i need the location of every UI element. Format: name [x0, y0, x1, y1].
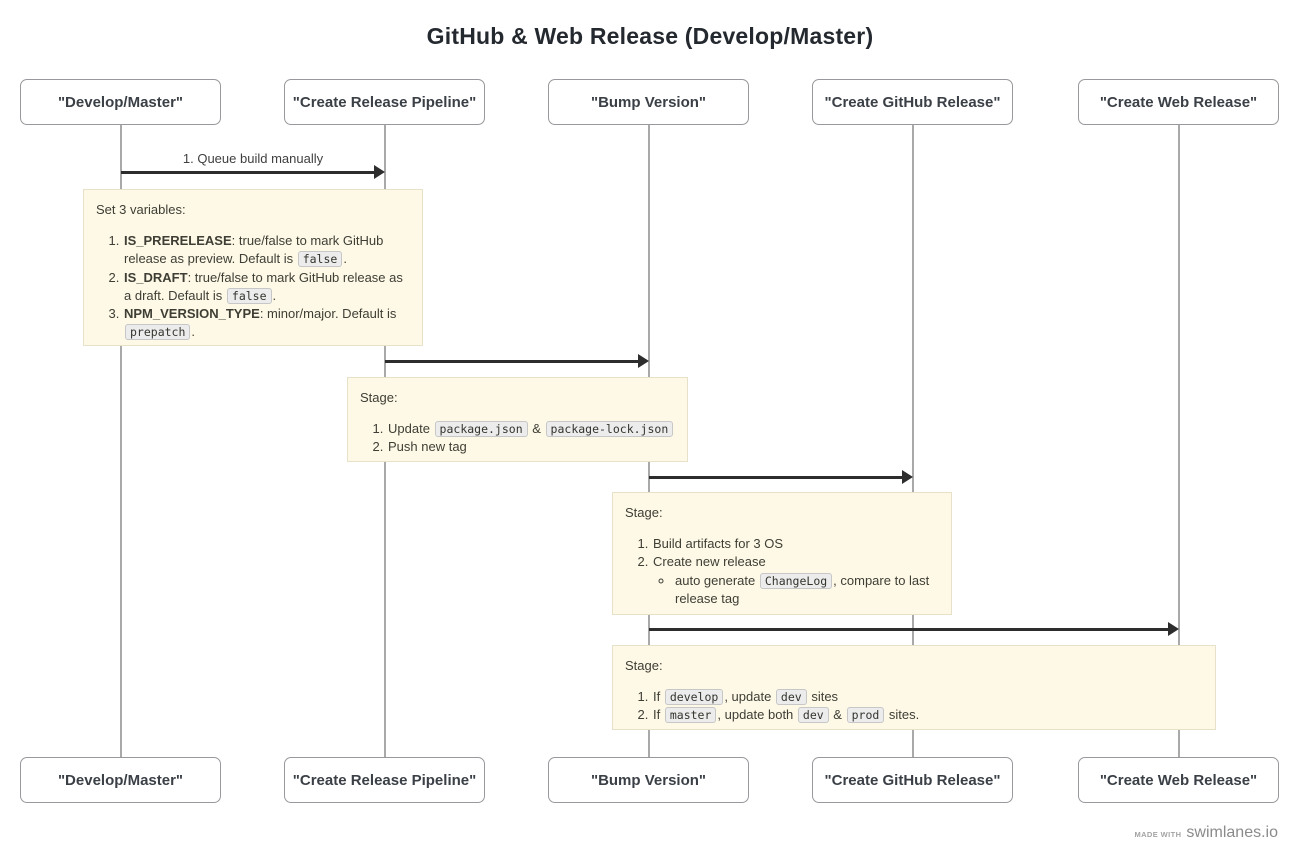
note-sublist: auto generate ChangeLog, compare to last…: [653, 572, 939, 608]
lane-header-bottom-develop-master: "Develop/Master": [20, 757, 221, 803]
note-list-item: If develop, update dev sites: [652, 688, 1203, 706]
note-list: IS_PRERELEASE: true/false to mark GitHub…: [96, 232, 410, 341]
note-list-item: Build artifacts for 3 OS: [652, 535, 939, 553]
note-heading: Stage:: [625, 658, 663, 673]
code-chip: package-lock.json: [545, 421, 674, 438]
arrow-shaft: [649, 476, 904, 479]
arrow-head-icon: [902, 470, 913, 484]
note-sublist-item: auto generate ChangeLog, compare to last…: [674, 572, 939, 608]
message-arrow-4: [649, 622, 1179, 637]
arrow-head-icon: [638, 354, 649, 368]
code-chip: ChangeLog: [759, 572, 833, 589]
code-chip: dev: [775, 689, 807, 706]
note-list-item: Update package.json & package-lock.json: [387, 420, 675, 438]
lane-header-top-create-web-release: "Create Web Release": [1078, 79, 1279, 125]
lifeline-develop-master: [120, 125, 122, 757]
message-arrow-3: [649, 470, 913, 485]
code-chip: dev: [797, 707, 829, 724]
code-chip: master: [664, 707, 717, 724]
note-list-item: IS_PRERELEASE: true/false to mark GitHub…: [123, 232, 410, 268]
lane-header-top-bump-version: "Bump Version": [548, 79, 749, 125]
note-stage-github-release: Stage: Build artifacts for 3 OSCreate ne…: [612, 492, 952, 615]
diagram-title: GitHub & Web Release (Develop/Master): [426, 23, 874, 49]
note-list: Build artifacts for 3 OSCreate new relea…: [625, 535, 939, 608]
lifeline-create-github-release: [912, 125, 914, 757]
note-set-variables: Set 3 variables: IS_PRERELEASE: true/fal…: [83, 189, 423, 346]
message-arrow-1: [121, 165, 385, 180]
arrow-head-icon: [1168, 622, 1179, 636]
note-stage-bump-version: Stage: Update package.json & package-loc…: [347, 377, 688, 462]
code-chip: prod: [846, 707, 885, 724]
variable-name: IS_DRAFT: [124, 269, 188, 285]
arrow-label-queue-build: 1. Queue build manually: [182, 151, 324, 166]
note-list-item: IS_DRAFT: true/false to mark GitHub rele…: [123, 269, 410, 305]
variable-name: IS_PRERELEASE: [124, 233, 232, 249]
note-list-item: Create new releaseauto generate ChangeLo…: [652, 553, 939, 608]
footer-credit: MADE WITH swimlanes.io: [1134, 824, 1278, 842]
code-chip: package.json: [434, 421, 528, 438]
note-list-item: NPM_VERSION_TYPE: minor/major. Default i…: [123, 305, 410, 341]
note-list: If develop, update dev sitesIf master, u…: [625, 688, 1203, 724]
lane-header-top-create-release-pipeline: "Create Release Pipeline": [284, 79, 485, 125]
note-list: Update package.json & package-lock.jsonP…: [360, 420, 675, 456]
note-list-item: Push new tag: [387, 438, 675, 456]
variable-name: NPM_VERSION_TYPE: [124, 305, 260, 321]
lane-header-bottom-create-web-release: "Create Web Release": [1078, 757, 1279, 803]
lane-header-top-develop-master: "Develop/Master": [20, 79, 221, 125]
swimlanes-brand: swimlanes.io: [1186, 824, 1278, 841]
note-stage-web-release: Stage: If develop, update dev sitesIf ma…: [612, 645, 1216, 730]
arrow-shaft: [649, 628, 1170, 631]
arrow-shaft: [121, 171, 376, 174]
lane-header-top-create-github-release: "Create GitHub Release": [812, 79, 1013, 125]
note-list-item: If master, update both dev & prod sites.: [652, 706, 1203, 724]
code-chip: prepatch: [125, 324, 191, 341]
note-heading: Stage:: [360, 390, 398, 405]
code-chip: false: [297, 251, 343, 268]
lifeline-create-web-release: [1178, 125, 1180, 757]
lane-header-bottom-bump-version: "Bump Version": [548, 757, 749, 803]
note-heading: Set 3 variables:: [96, 202, 186, 217]
code-chip: false: [226, 287, 272, 304]
lane-header-bottom-create-release-pipeline: "Create Release Pipeline": [284, 757, 485, 803]
made-with-label: MADE WITH: [1134, 830, 1182, 839]
message-arrow-2: [385, 354, 649, 369]
arrow-head-icon: [374, 165, 385, 179]
lane-header-bottom-create-github-release: "Create GitHub Release": [812, 757, 1013, 803]
note-heading: Stage:: [625, 505, 663, 520]
code-chip: develop: [664, 689, 724, 706]
arrow-shaft: [385, 360, 640, 363]
